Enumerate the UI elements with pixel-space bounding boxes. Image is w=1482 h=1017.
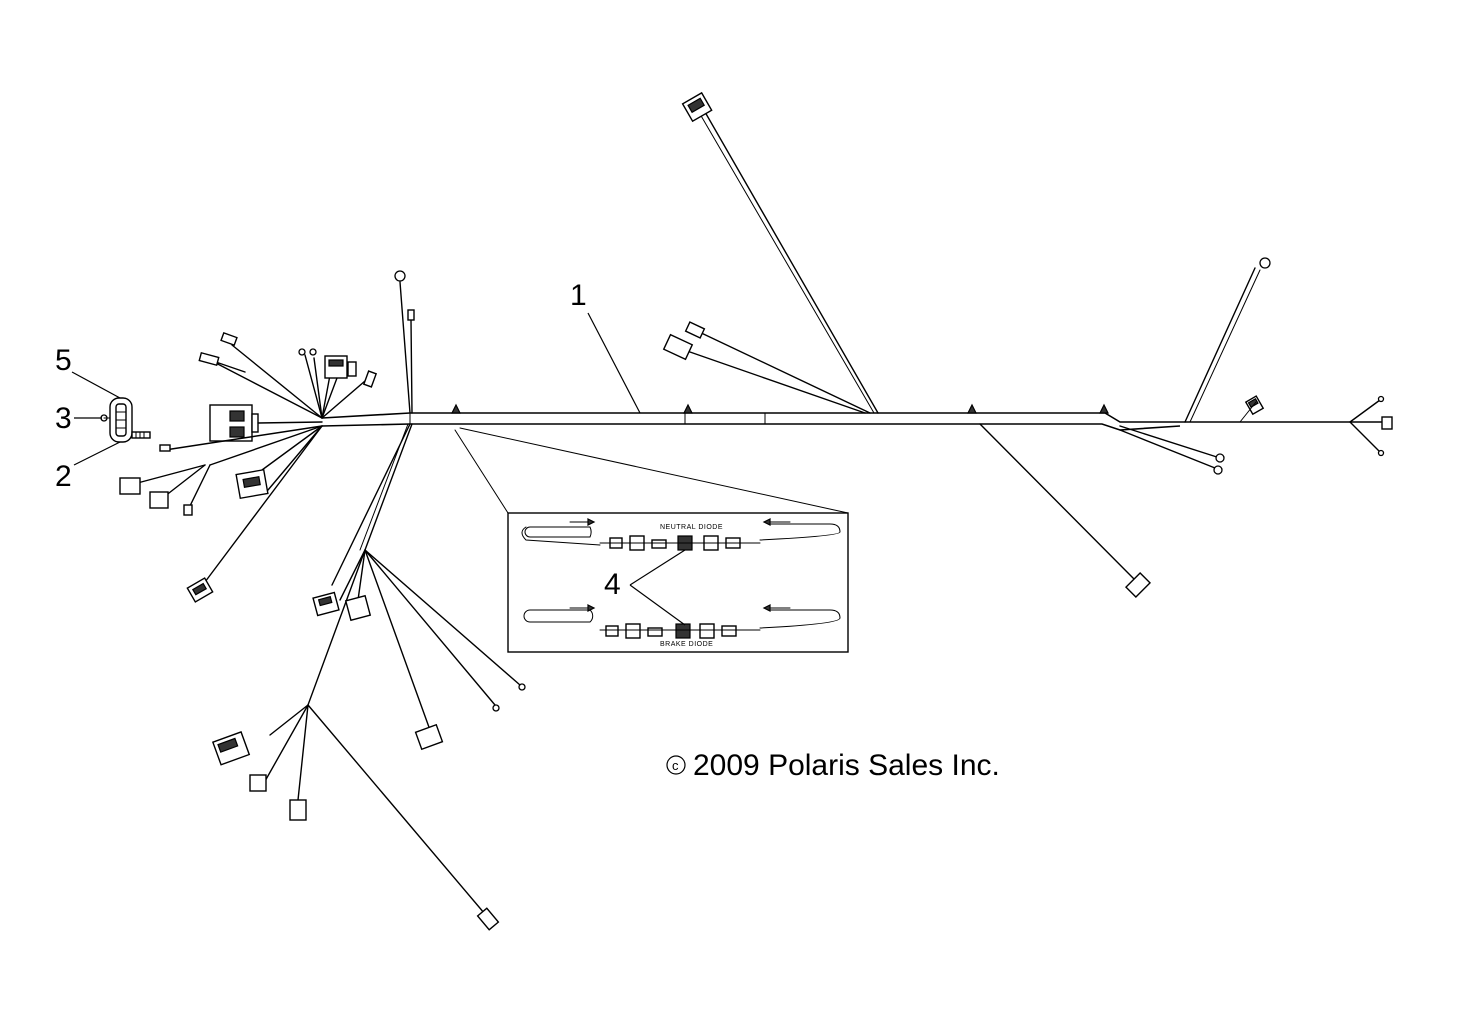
mid-upper-connector-a — [684, 321, 706, 339]
right-small-connector — [1244, 395, 1265, 416]
lower-right-branch — [979, 423, 1152, 599]
right-end-connector — [1381, 416, 1393, 430]
ring-terminal — [1259, 257, 1271, 269]
trunk-clips — [451, 403, 1109, 414]
copyright-notice: c 2009 Polaris Sales Inc. — [666, 749, 1000, 782]
lower-left-connector — [186, 577, 214, 603]
right-end-branches — [1119, 257, 1393, 475]
copyright-symbol: c — [672, 758, 679, 773]
mid-upper-connector-b — [662, 333, 694, 361]
copyright-text: 2009 Polaris Sales Inc. — [693, 749, 1000, 782]
callout-1: 1 — [570, 279, 587, 312]
main-harness-trunk — [321, 412, 1390, 431]
mid-lower-connectors — [312, 591, 372, 622]
large-left-connector — [209, 404, 323, 442]
neutral-diode-label: NEUTRAL DIODE — [660, 524, 723, 531]
left-lower-connector — [235, 468, 269, 500]
brake-diode-label: BRAKE DIODE — [660, 641, 713, 648]
callout-2: 2 — [55, 460, 72, 493]
lower-branch — [211, 423, 526, 931]
upper-branches — [662, 91, 879, 414]
callout-4: 4 — [604, 568, 621, 601]
left-parts — [100, 397, 151, 443]
diode-inset: NEUTRAL DIODE BRAKE DIODE 4 — [454, 427, 849, 653]
callouts: 1 5 3 2 — [55, 279, 641, 493]
bottom-left-connector — [211, 731, 251, 766]
callout-5: 5 — [55, 344, 72, 377]
multi-pin-connector — [109, 397, 133, 443]
inset-leader-left — [454, 429, 509, 514]
neutral-diode-assembly — [599, 535, 761, 551]
connector-terminal — [100, 414, 111, 422]
brake-diode-assembly — [599, 623, 761, 639]
callout-3: 3 — [55, 402, 72, 435]
top-connector — [681, 91, 713, 123]
left-cluster — [119, 331, 378, 603]
inset-leader-right — [459, 427, 849, 514]
upper-vertical-wires — [394, 270, 415, 414]
upper-center-connector — [324, 355, 357, 379]
lower-right-connector — [1124, 571, 1152, 599]
connector-seal — [131, 431, 151, 439]
